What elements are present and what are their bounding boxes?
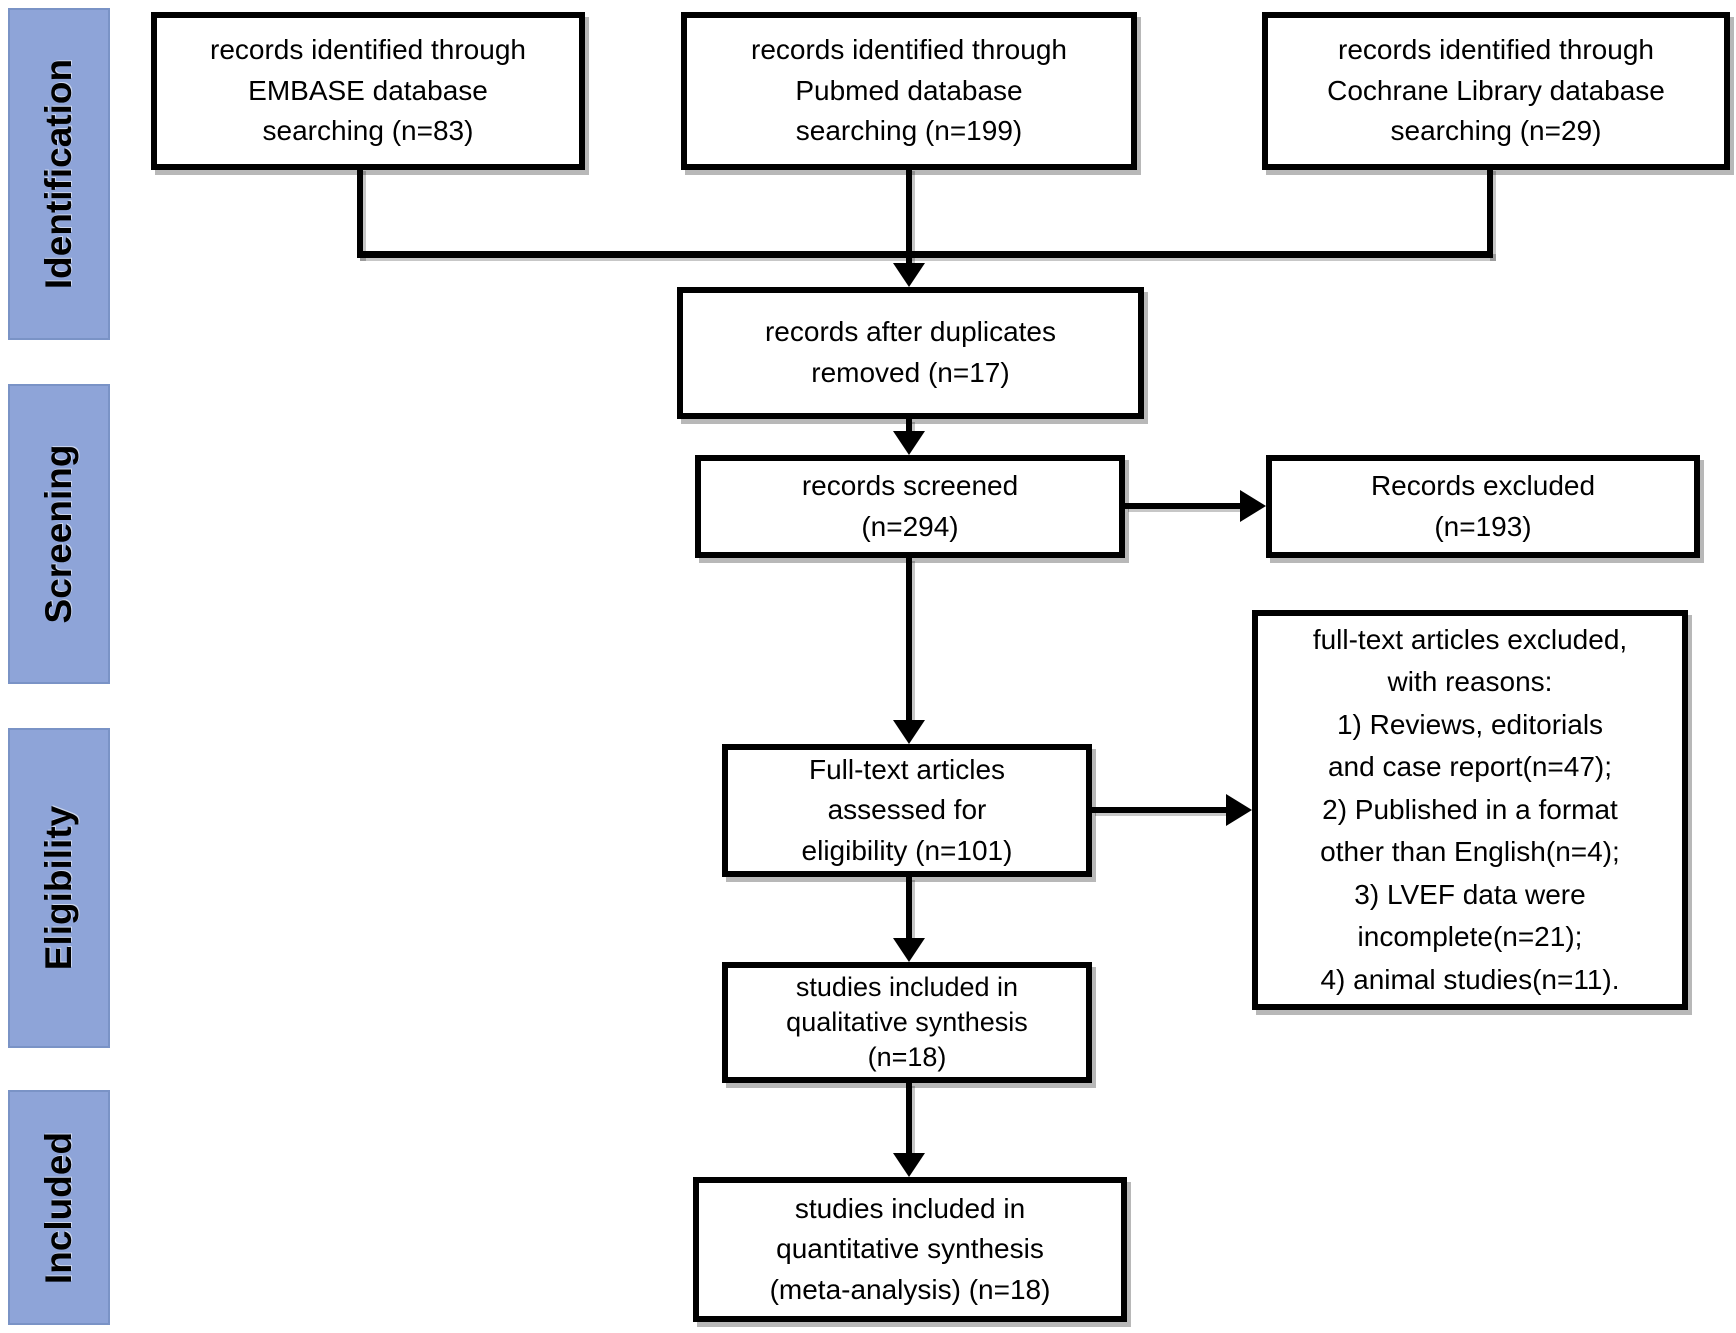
connector-pubmed-drop-line xyxy=(906,168,912,265)
qualitative-synthesis-text: studies included in qualitative synthesi… xyxy=(786,971,1028,1073)
arrowhead-down-to-duplicates-icon xyxy=(893,263,925,287)
arrowhead-down-to-screened-icon xyxy=(893,431,925,455)
connector-fulltext-to-qualitative-line xyxy=(906,877,912,940)
stage-label-included: Included xyxy=(38,1131,79,1284)
records-excluded-text: Records excluded (n=193) xyxy=(1370,469,1596,542)
quantitative-synthesis-box: studies included in quantitative synthes… xyxy=(693,1177,1127,1322)
stage-label-identification: Identification xyxy=(38,58,79,290)
duplicates-removed-box: records after duplicates removed (n=17) xyxy=(677,287,1144,419)
cochrane-records-box: records identified through Cochrane Libr… xyxy=(1262,12,1730,170)
fulltext-excluded-reasons-box: full-text articles excluded, with reason… xyxy=(1252,610,1688,1010)
stage-band-included: Included xyxy=(8,1090,110,1325)
connector-fulltext-to-reasons-line xyxy=(1092,807,1226,813)
arrowhead-down-to-quantitative-icon xyxy=(893,1153,925,1177)
connector-cochrane-drop-line xyxy=(1487,168,1493,258)
stage-label-screening: Screening xyxy=(38,444,79,624)
duplicates-removed-text: records after duplicates removed (n=17) xyxy=(764,316,1057,388)
connector-screened-to-fulltext-line xyxy=(906,558,912,722)
arrowhead-down-to-qualitative-icon xyxy=(893,938,925,962)
connector-screened-to-excluded-line xyxy=(1125,503,1242,509)
connector-duplicates-to-screened-line xyxy=(906,419,912,433)
arrowhead-down-to-fulltext-icon xyxy=(893,720,925,744)
records-screened-text: records screened (n=294) xyxy=(801,469,1019,542)
stage-band-screening: Screening xyxy=(8,384,110,684)
fulltext-excluded-reasons-text: full-text articles excluded, with reason… xyxy=(1312,623,1628,995)
arrowhead-right-to-excluded-icon xyxy=(1240,490,1266,522)
fulltext-assessed-text: Full-text articles assessed for eligibil… xyxy=(801,753,1013,866)
connector-qualitative-to-quantitative-line xyxy=(906,1083,912,1155)
records-screened-box: records screened (n=294) xyxy=(695,455,1125,558)
connector-merge-horizontal-line xyxy=(357,251,1493,258)
fulltext-assessed-box: Full-text articles assessed for eligibil… xyxy=(722,744,1092,877)
pubmed-records-text: records identified through Pubmed databa… xyxy=(751,34,1067,147)
stage-band-eligibility: Eligibility xyxy=(8,728,110,1048)
records-excluded-box: Records excluded (n=193) xyxy=(1266,455,1700,558)
arrowhead-right-to-reasons-icon xyxy=(1226,794,1252,826)
embase-records-text: records identified through EMBASE databa… xyxy=(210,34,526,147)
cochrane-records-text: records identified through Cochrane Libr… xyxy=(1327,34,1665,147)
stage-label-eligibility: Eligibility xyxy=(38,805,79,971)
embase-records-box: records identified through EMBASE databa… xyxy=(151,12,585,170)
quantitative-synthesis-text: studies included in quantitative synthes… xyxy=(769,1192,1051,1305)
qualitative-synthesis-box: studies included in qualitative synthesi… xyxy=(722,962,1092,1083)
connector-embase-drop-line xyxy=(357,168,363,258)
pubmed-records-box: records identified through Pubmed databa… xyxy=(681,12,1137,170)
stage-band-identification: Identification xyxy=(8,8,110,340)
